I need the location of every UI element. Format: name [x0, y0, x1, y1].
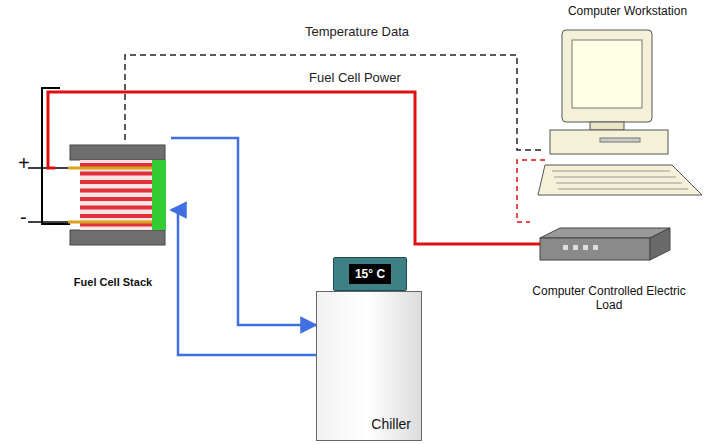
node-label: Fuel Cell Stack: [74, 276, 152, 288]
terminal-sign: -: [20, 206, 27, 229]
connector: [171, 138, 316, 325]
computer-drawing: [538, 30, 702, 195]
temperature-readout: 15° C: [349, 264, 391, 284]
electric-load-drawing: [540, 228, 670, 260]
connector: [125, 55, 545, 150]
edge-label: Temperature Data: [303, 24, 411, 39]
connector: [517, 160, 545, 222]
stack-node: Fuel Cell Stack: [55, 140, 171, 290]
node-label: Computer Controlled Electric Load: [530, 284, 688, 312]
connector: [48, 92, 540, 244]
display-node: 15° C: [333, 257, 407, 291]
workstation-node: Computer Workstation: [545, 4, 710, 200]
edge-label: Fuel Cell Power: [307, 70, 403, 85]
node-label: Chiller: [371, 416, 411, 432]
terminal-sign: +: [18, 152, 30, 175]
connector: [171, 210, 316, 355]
chiller-node: Chiller: [316, 291, 422, 441]
node-label: Computer Workstation: [568, 4, 687, 18]
load-node: Computer Controlled Electric Load: [530, 226, 688, 312]
